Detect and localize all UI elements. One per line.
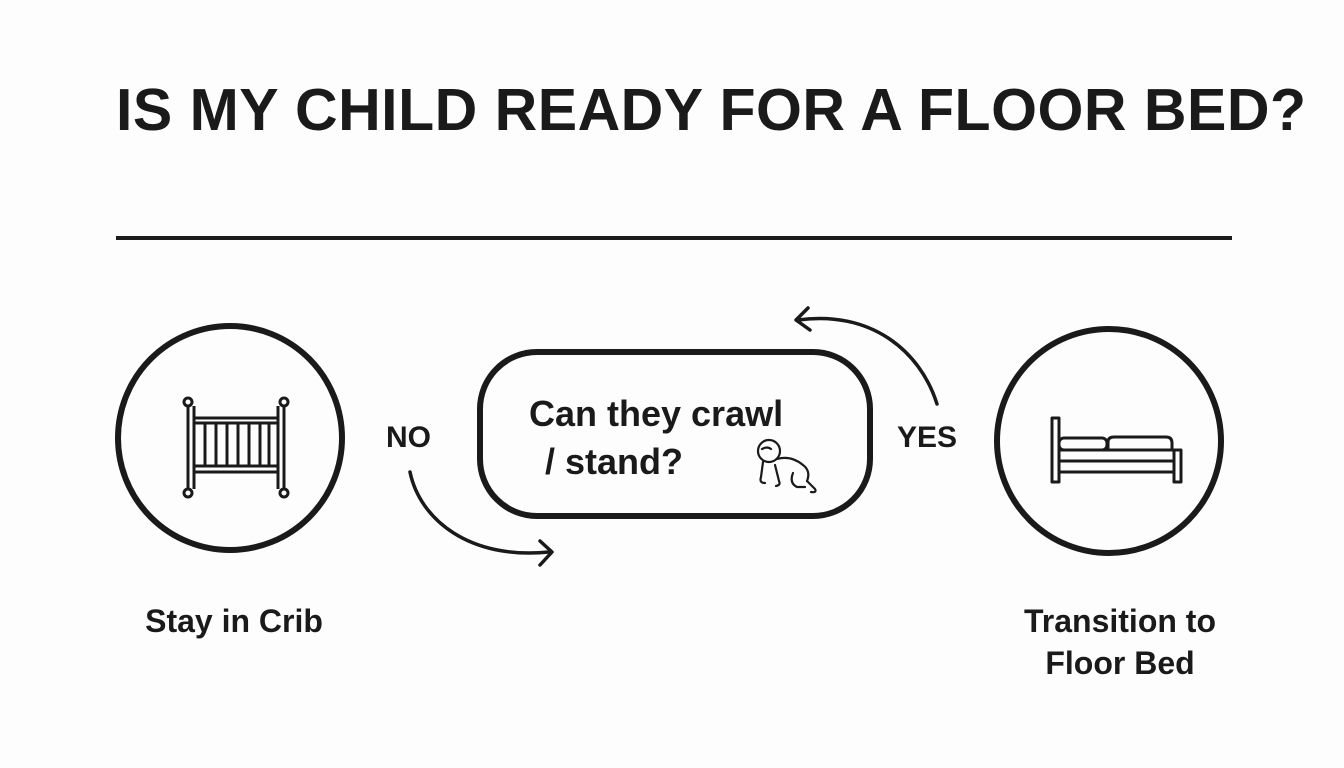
yes-label: YES xyxy=(897,421,958,454)
outcome-no-caption: Stay in Crib xyxy=(145,603,323,639)
no-arrowhead xyxy=(538,539,554,567)
decision-box: Can they crawl / stand? xyxy=(477,349,873,519)
yes-arrowhead xyxy=(794,306,812,332)
decision-question-line1: Can they crawl xyxy=(529,393,784,434)
page-title: IS MY CHILD READY FOR A FLOOR BED? xyxy=(116,77,1307,143)
outcome-yes-circle xyxy=(994,326,1224,556)
outcome-yes-caption: Transition to Floor Bed xyxy=(990,600,1250,684)
outcome-yes-caption-line1: Transition to xyxy=(1024,603,1216,639)
no-label: NO xyxy=(386,421,431,454)
crib-icon xyxy=(182,396,290,499)
divider xyxy=(116,236,1232,240)
yes-arrow xyxy=(796,316,939,406)
outcome-no-circle xyxy=(115,323,345,553)
crawling-baby-icon xyxy=(756,438,817,494)
decision-question-line2: / stand? xyxy=(545,441,684,482)
bed-icon xyxy=(1050,416,1183,484)
no-arrow xyxy=(408,470,551,555)
outcome-yes-caption-line2: Floor Bed xyxy=(1045,645,1195,681)
